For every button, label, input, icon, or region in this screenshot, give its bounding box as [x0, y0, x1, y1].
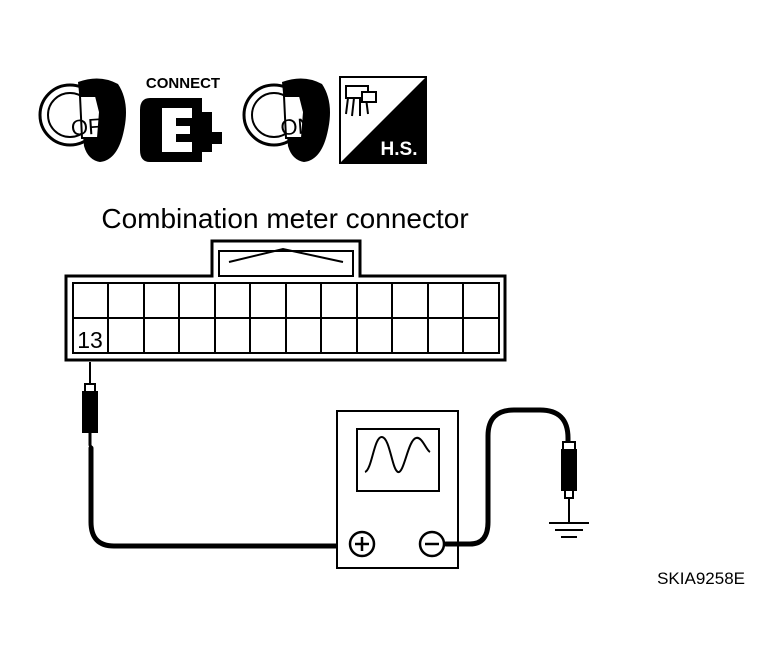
pin-13-label: 13 — [77, 327, 103, 353]
connector-cavity-grid — [73, 283, 499, 353]
ground-symbol-icon — [549, 522, 589, 538]
positive-probe — [82, 362, 98, 451]
ground-probe — [561, 441, 577, 522]
sine-wave-icon — [364, 436, 431, 474]
hs-label: H.S. — [381, 139, 418, 160]
hs-icon: H.S. — [339, 76, 427, 164]
harness-connector-icon — [345, 85, 377, 117]
oscilloscope — [336, 410, 459, 569]
ignition-off-icon: OFF — [38, 78, 126, 162]
figure-id: SKIA9258E — [657, 569, 745, 588]
connector-latch — [218, 250, 354, 277]
connector-title: Combination meter connector — [101, 203, 468, 234]
off-label: OFF — [70, 112, 116, 140]
connect-label: CONNECT — [146, 75, 220, 92]
combination-meter-connector: 13 — [64, 239, 507, 362]
positive-lead-wire — [88, 445, 351, 549]
on-label: ON — [280, 113, 315, 140]
negative-lead-wire — [443, 407, 571, 547]
connect-icon: CONNECT — [140, 75, 222, 162]
negative-terminal-icon — [418, 530, 446, 558]
oscilloscope-screen — [356, 428, 440, 492]
positive-terminal-icon — [348, 530, 376, 558]
ignition-on-icon: ON — [242, 78, 330, 162]
